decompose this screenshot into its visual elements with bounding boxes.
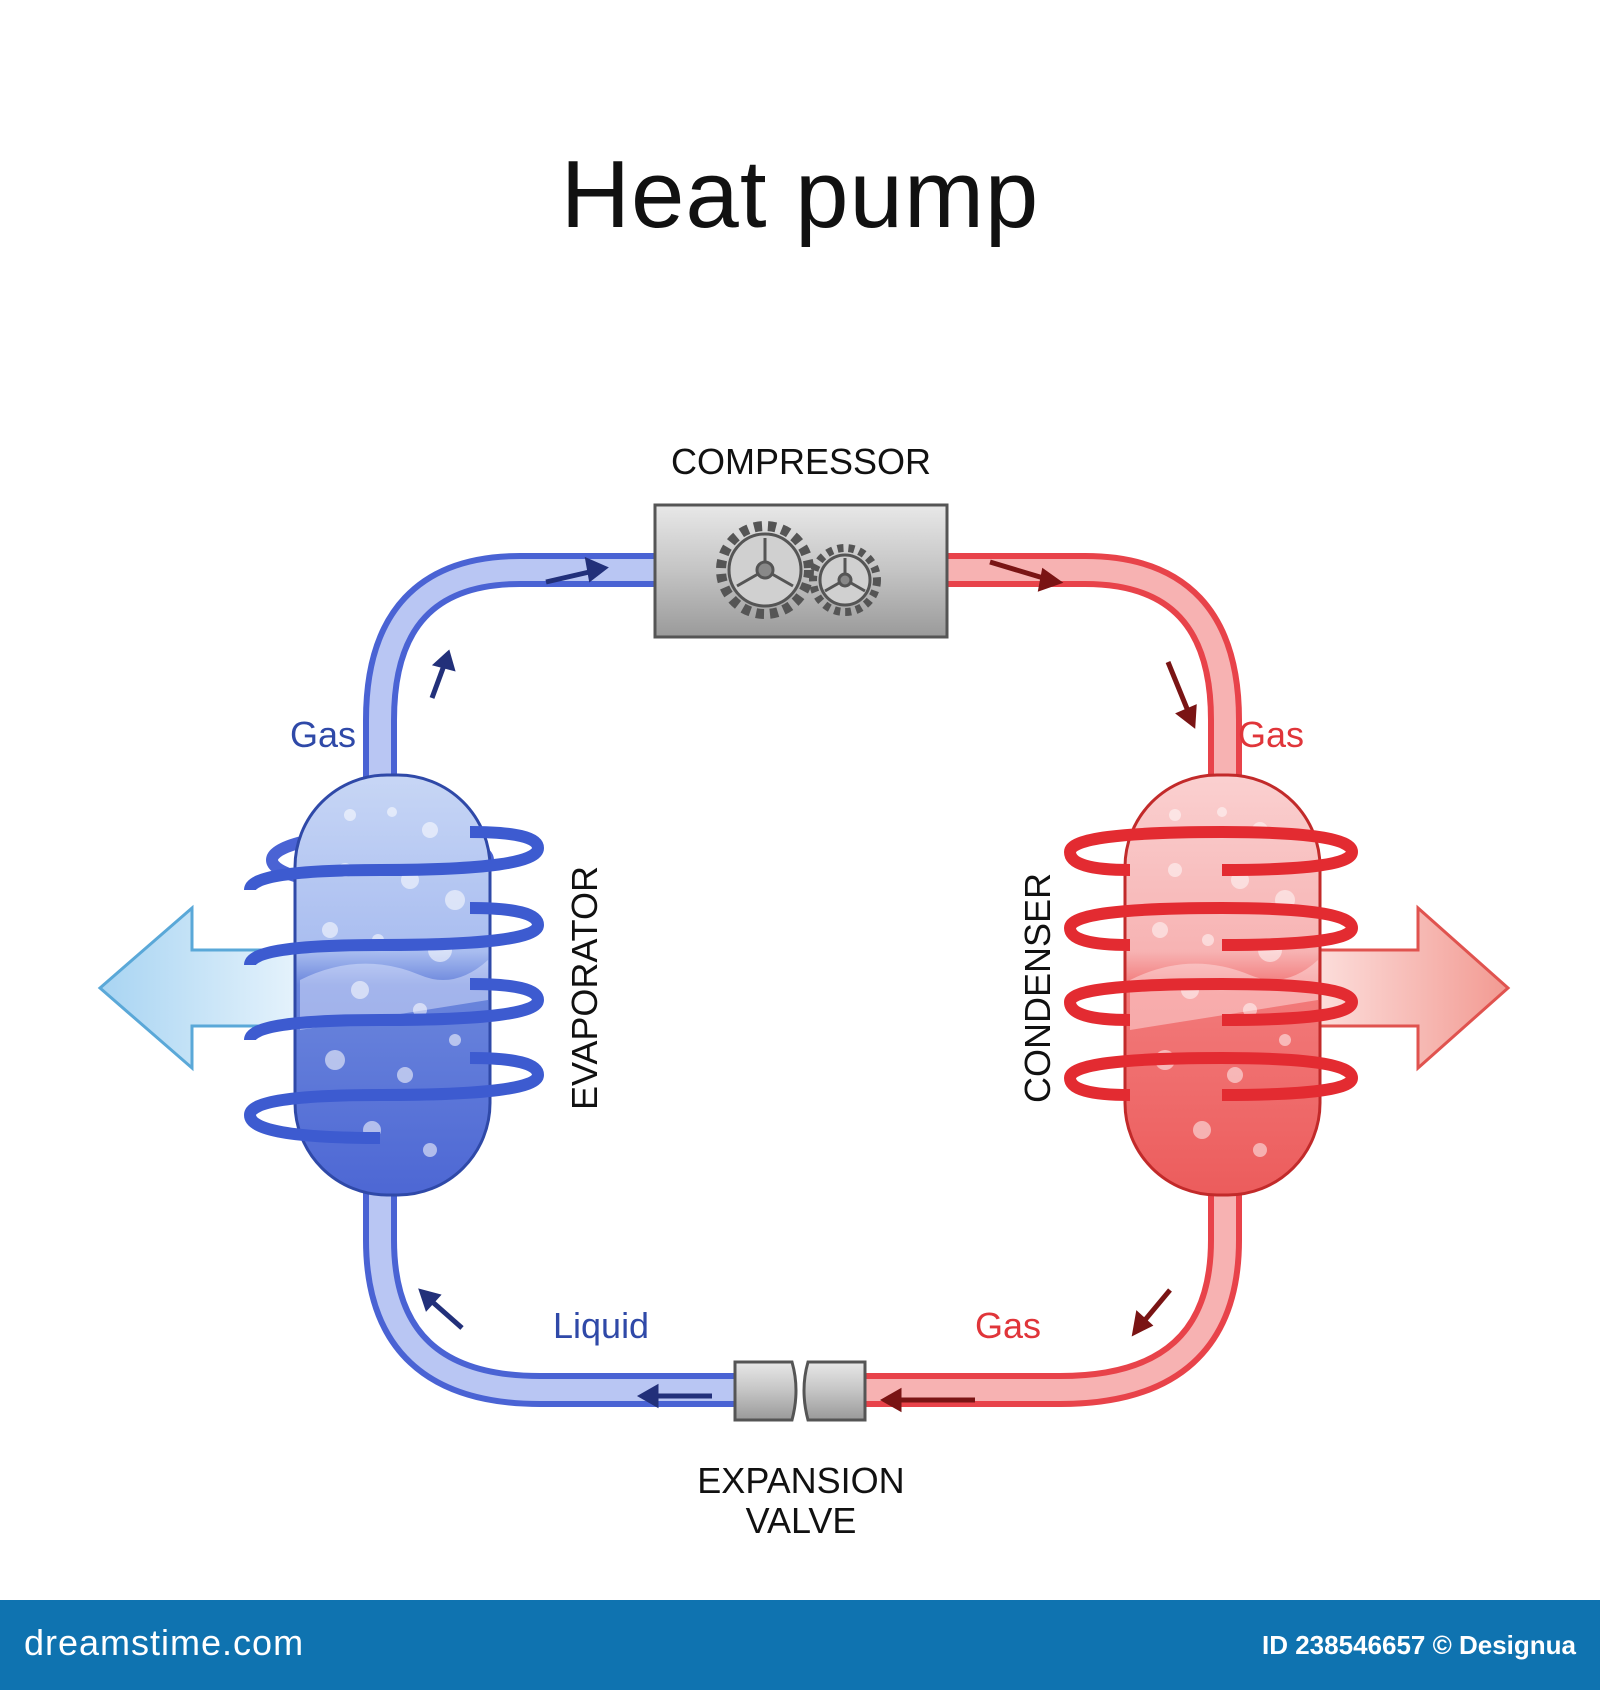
cold-output-arrow (97, 904, 302, 1072)
page-title: Heat pump (560, 141, 1040, 248)
evaporator (244, 773, 545, 1197)
condenser (1064, 773, 1359, 1197)
expansion-valve (733, 1360, 867, 1422)
condenser-label: CONDENSER (1017, 873, 1058, 1103)
gas-label-right: Gas (1238, 714, 1304, 755)
compressor (653, 503, 949, 639)
liquid-label: Liquid (553, 1305, 649, 1346)
gear-icon (716, 521, 881, 619)
evaporator-label: EVAPORATOR (564, 866, 605, 1110)
compressor-label: COMPRESSOR (671, 441, 931, 482)
watermark-footer: dreamstime.com ID 238546657 © Designua (0, 1600, 1600, 1690)
flow-arrows-cold (418, 556, 712, 1409)
watermark-credit: ID 238546657 © Designua (1262, 1630, 1576, 1660)
gas-label-bottom: Gas (975, 1305, 1041, 1346)
expansion-valve-label-line1: EXPANSION (697, 1460, 904, 1501)
watermark-brand: dreamstime.com (24, 1622, 305, 1663)
heat-pump-diagram: COMPRESSOR EVAPORATOR CONDENSER EXPANSIO… (97, 441, 1511, 1541)
cold-pipe (363, 553, 752, 1407)
expansion-valve-label-line2: VALVE (746, 1500, 857, 1541)
gas-label-left: Gas (290, 714, 356, 755)
hot-pipe (848, 553, 1242, 1407)
flow-arrows-hot (879, 559, 1197, 1413)
